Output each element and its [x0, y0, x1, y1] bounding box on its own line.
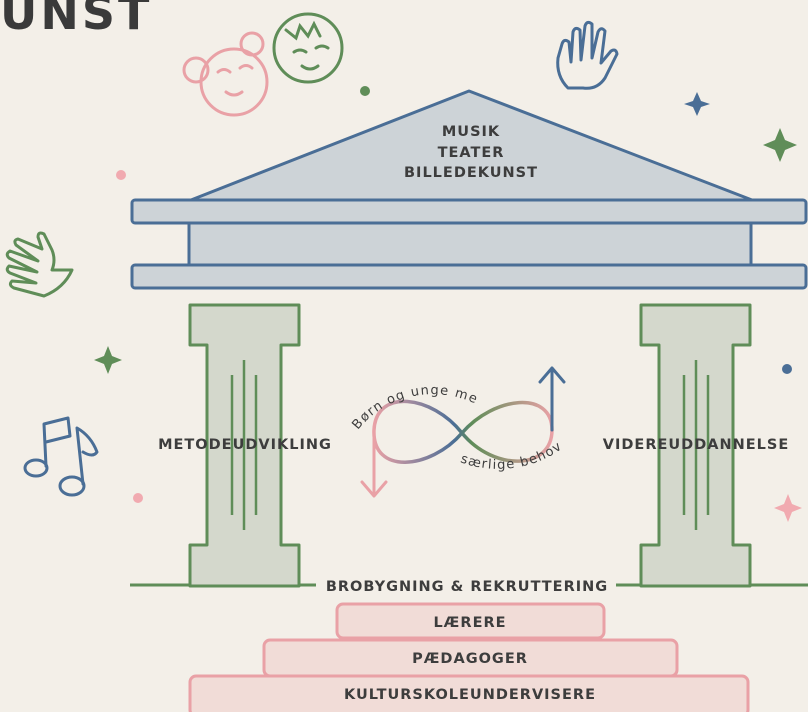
dot — [116, 170, 126, 180]
right-pillar-label: VIDEREUDDANNELSE — [603, 437, 789, 453]
ground-label: BROBYGNING & REKRUTTERING — [326, 579, 608, 595]
music-notes-icon — [23, 416, 99, 497]
star-icon — [684, 92, 710, 116]
ground-label-bg — [316, 574, 616, 598]
roof-label-teater: TEATER — [438, 145, 505, 161]
step-1-label: LÆRERE — [433, 615, 506, 631]
star-icon — [94, 346, 122, 374]
hand-icon — [5, 231, 74, 298]
steps — [188, 602, 750, 712]
left-pillar-label: METODEUDVIKLING — [158, 437, 332, 453]
step-3-label: KULTURSKOLEUNDERVISERE — [344, 687, 596, 703]
dot — [133, 493, 143, 503]
star-icon — [774, 494, 802, 522]
step-3 — [188, 674, 750, 712]
infinity-symbol — [360, 366, 566, 498]
hand-icon — [556, 20, 619, 90]
dot — [782, 364, 792, 374]
step-1 — [335, 602, 606, 640]
roof-label-billedekunst: BILLEDEKUNST — [404, 165, 538, 181]
roof-label-musik: MUSIK — [442, 124, 500, 140]
page-heading: UNST — [0, 0, 153, 40]
temple-roof — [130, 89, 808, 290]
step-2-label: PÆDAGOGER — [412, 651, 528, 667]
boy-face-icon — [272, 12, 344, 84]
right-pillar — [639, 303, 752, 588]
girl-face-icon — [182, 31, 269, 117]
arrow-up-icon — [538, 366, 566, 432]
dot — [360, 86, 370, 96]
star-icon — [763, 128, 797, 162]
left-pillar — [188, 303, 301, 588]
arrow-down-icon — [360, 428, 388, 498]
